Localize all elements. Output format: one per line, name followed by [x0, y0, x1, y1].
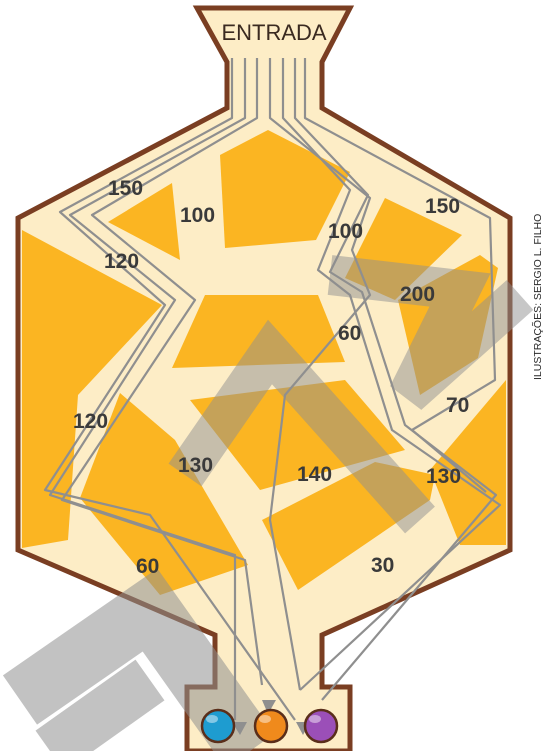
ball-blue [202, 710, 234, 742]
path-length-upper-left-150: 150 [108, 177, 143, 200]
path-length-right-200: 200 [400, 283, 435, 306]
path-length-center-140: 140 [297, 463, 332, 486]
path-length-right-70: 70 [446, 394, 469, 417]
path-length-bottom-right-30: 30 [371, 554, 394, 577]
path-length-right-130: 130 [426, 465, 461, 488]
path-length-upper-100: 100 [180, 204, 215, 227]
ball-purple [305, 710, 337, 742]
path-length-left-120-upper: 120 [104, 250, 139, 273]
balls [202, 710, 337, 742]
path-length-left-120-lower: 120 [73, 410, 108, 433]
entrance-label: ENTRADA [221, 20, 326, 45]
ball-orange [255, 710, 287, 742]
illustration-credit: ILUSTRAÇÕES: SERGIO L. FILHO [531, 214, 544, 380]
path-length-center-60: 60 [338, 322, 361, 345]
path-length-bottom-left-60: 60 [136, 555, 159, 578]
path-length-upper-right-150: 150 [425, 195, 460, 218]
path-length-center-100: 100 [328, 220, 363, 243]
path-length-center-130: 130 [178, 454, 213, 477]
